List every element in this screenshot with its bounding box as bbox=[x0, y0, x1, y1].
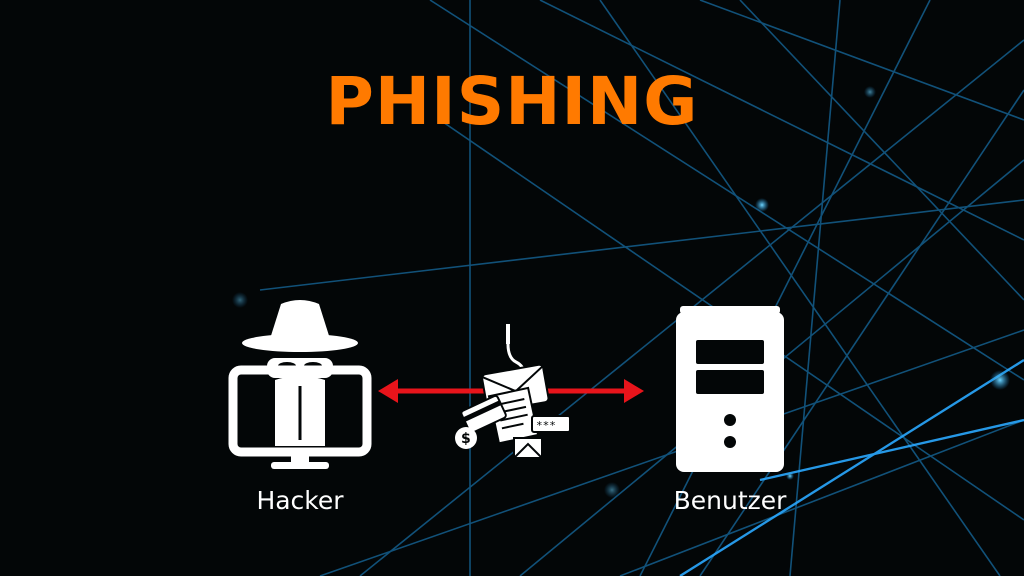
user-label: Benutzer bbox=[673, 486, 787, 515]
svg-text:$: $ bbox=[461, 431, 471, 447]
svg-text:***: *** bbox=[536, 419, 556, 432]
computer-tower-icon bbox=[676, 306, 784, 472]
phishing-hook-icon: *** $ bbox=[455, 324, 571, 459]
spy-hacker-computer-icon bbox=[228, 300, 372, 469]
page-title: PHISHING bbox=[325, 63, 699, 140]
hacker-label: Hacker bbox=[256, 486, 344, 515]
